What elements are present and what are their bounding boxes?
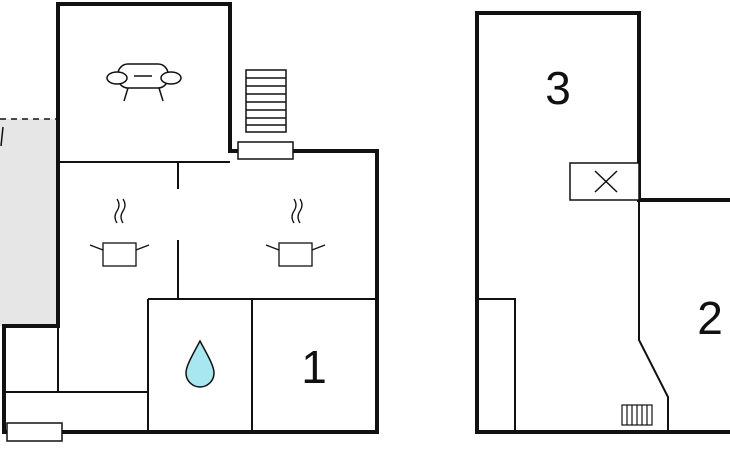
terrace-area xyxy=(0,119,57,326)
right-floor: 3 2 xyxy=(475,11,730,434)
sofa-icon xyxy=(106,63,182,102)
wall-closet xyxy=(477,298,516,432)
entrance-step xyxy=(237,141,294,160)
chimney-icon xyxy=(569,162,640,201)
radiator-icon xyxy=(6,422,63,442)
cooking-pot-icon xyxy=(265,198,326,267)
room-label-3: 3 xyxy=(545,62,571,114)
room-label-1: 1 xyxy=(301,341,327,393)
staircase-icon xyxy=(245,69,287,133)
room-label-2: 2 xyxy=(697,292,723,344)
terrace-edge-mark xyxy=(0,126,4,147)
left-floor-outer-wall xyxy=(2,2,379,434)
water-drop-icon xyxy=(185,339,215,388)
radiator-icon xyxy=(621,404,653,426)
cooking-pot-icon xyxy=(89,198,150,267)
wall-room2-divider xyxy=(638,200,669,432)
right-floor-outer-wall xyxy=(475,11,730,434)
left-floor: 1 xyxy=(0,2,379,442)
